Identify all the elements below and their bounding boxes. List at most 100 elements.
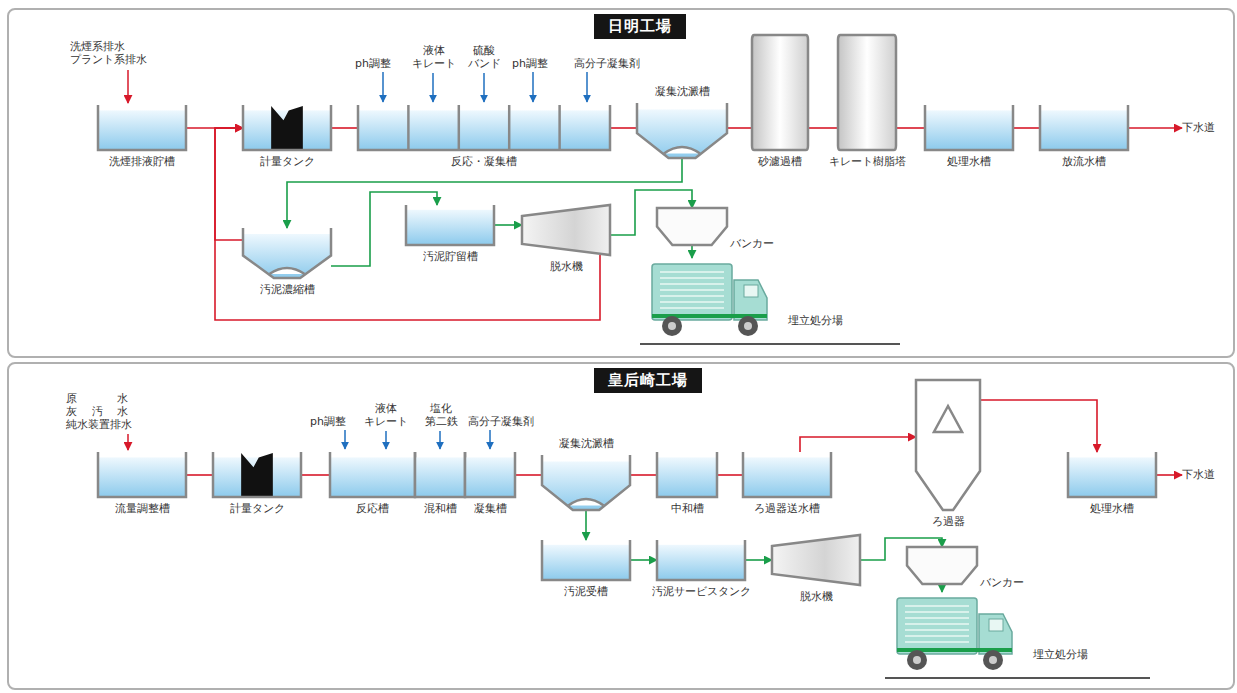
shape-part <box>330 457 415 497</box>
shape-part <box>660 271 724 273</box>
settling-tank: 凝集沈澱槽 <box>637 103 727 158</box>
shape-part <box>432 73 434 102</box>
unit-label: 汚泥濃縮槽 <box>260 283 315 296</box>
bunker-hopper-shape <box>657 208 727 245</box>
shape-part <box>772 535 860 585</box>
tank-box-shape <box>465 452 515 497</box>
shape-part <box>458 105 461 150</box>
shape-part <box>382 72 384 102</box>
shape-part <box>989 619 1003 631</box>
shape-part <box>269 268 304 274</box>
dehydrator-shape <box>772 535 860 585</box>
shape-part <box>916 380 980 510</box>
shape-part <box>934 406 962 432</box>
shape-part <box>358 110 610 150</box>
outlet-box: 下水道 <box>1182 120 1215 136</box>
dehydrator: 脱水機 <box>522 205 610 255</box>
shape-part <box>98 105 186 150</box>
input-label: ph調整 <box>310 415 346 428</box>
settling-tank-shape <box>243 228 331 278</box>
filter-column-shape <box>838 35 896 150</box>
flow-line <box>1013 127 1040 129</box>
unit-label: 脱水機 <box>550 260 583 273</box>
filter-column: キレート樹脂塔 <box>838 35 896 150</box>
shape-part <box>662 316 682 336</box>
shape-part <box>243 234 331 278</box>
unit-label: 埋立処分場 <box>788 314 843 327</box>
input-label: 液体 キレート <box>364 402 408 428</box>
shape-part <box>660 277 724 279</box>
shape-part <box>660 307 724 309</box>
shape-part <box>657 208 727 245</box>
shape-part <box>989 656 997 664</box>
shape-part <box>907 547 977 584</box>
shape-part <box>657 540 745 580</box>
tank-box: ろ過器送水槽 <box>743 452 831 497</box>
unit-label: 汚泥受槽 <box>564 585 608 598</box>
unit-label: 凝集槽 <box>474 502 507 515</box>
unit-label: 汚泥サービスタンク <box>652 585 751 598</box>
shape-part <box>668 322 676 330</box>
shape-part <box>905 629 969 631</box>
tank-box: 処理水槽 <box>925 105 1013 150</box>
tank-box: 反応槽 <box>330 452 415 497</box>
unit-label: ろ過器 <box>932 515 965 528</box>
flow-line <box>1128 127 1182 129</box>
input-label: 高分子凝集剤 <box>468 415 534 428</box>
shape-part <box>744 322 752 330</box>
flow-line <box>980 400 1097 452</box>
tank-box-shape <box>406 205 494 245</box>
shape-part <box>243 105 331 150</box>
unit-label: 凝集沈澱槽 <box>559 437 614 450</box>
unit-label: 混和槽 <box>424 502 457 515</box>
tank-box-shape <box>1068 452 1156 497</box>
shape-part <box>905 641 969 643</box>
flow-line <box>301 474 330 476</box>
shape-part <box>652 264 732 320</box>
unit-label: 埋立処分場 <box>1033 648 1088 661</box>
tank-box: 凝集槽 <box>465 452 515 497</box>
tank-box-shape <box>925 105 1013 150</box>
bunker-hopper: バンカー <box>907 547 977 584</box>
tank-box-shape <box>98 452 186 497</box>
flow-line <box>808 127 838 129</box>
unit-label: 流量調整槽 <box>115 502 170 515</box>
shape-part <box>1068 457 1156 497</box>
shape-part <box>660 301 724 303</box>
unit-label: 処理水槽 <box>947 155 991 168</box>
tank-box: 洗煙排液貯槽 <box>98 105 186 150</box>
metering-tank: 計量タンク <box>243 105 331 150</box>
shape-part <box>637 110 727 158</box>
shape-part <box>508 105 511 150</box>
input-label: 純水装置排水 <box>66 418 128 431</box>
dehydrator-shape <box>522 205 610 255</box>
shape-part <box>752 35 808 150</box>
shape-part <box>344 430 346 449</box>
flow-line <box>727 127 752 129</box>
flow-line <box>691 245 693 258</box>
input-label: ph調整 <box>355 57 391 70</box>
shape-part <box>738 316 758 336</box>
reaction-tank-shape <box>358 105 610 150</box>
bunker-hopper: バンカー <box>657 208 727 245</box>
input-label: 灰汚水 <box>66 405 128 418</box>
settling-tank: 凝集沈澱槽 <box>542 455 630 510</box>
outlet-box: 下水道 <box>1182 467 1215 483</box>
tank-box-shape <box>657 540 745 580</box>
shape-part <box>905 635 969 637</box>
unit-label: バンカー <box>980 576 1024 589</box>
shape-part <box>243 228 331 278</box>
unit-label: 中和槽 <box>671 502 704 515</box>
tank-box: 汚泥サービスタンク <box>657 540 745 580</box>
unit-label: 汚泥貯留槽 <box>423 250 478 263</box>
shape-part <box>406 205 494 245</box>
shape-part <box>640 344 1150 678</box>
reaction-tank: 反応・凝集槽 <box>358 105 610 150</box>
shape-part <box>838 35 896 150</box>
unit-label: 洗煙排液貯槽 <box>109 155 175 168</box>
shape-part <box>98 457 186 497</box>
shape-part <box>241 453 273 497</box>
dump-truck-shape <box>895 592 1015 677</box>
shape-part <box>542 462 630 510</box>
input-label: ph調整 <box>512 57 548 70</box>
